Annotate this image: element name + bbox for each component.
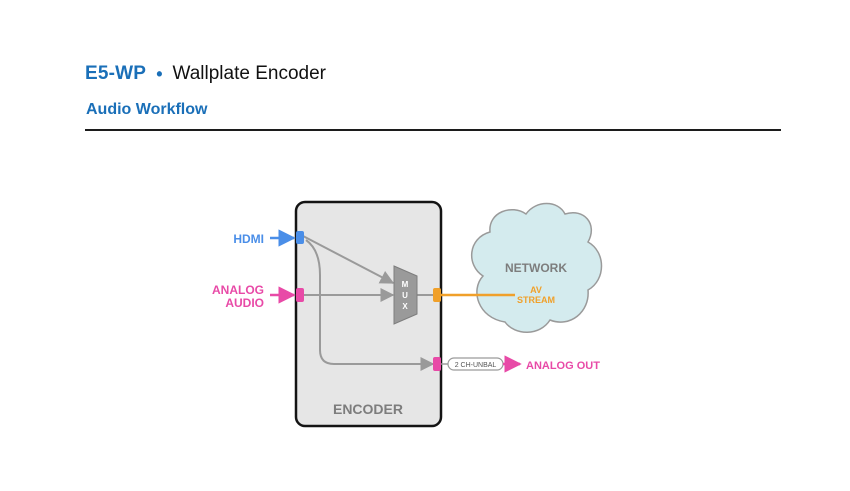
mux-label-u: U [402,291,408,300]
title-separator: • [156,63,163,84]
hdmi-to-analog-out-path [305,239,435,371]
mux-block [393,265,418,325]
analog-audio-label-line2: AUDIO [225,296,264,310]
output-tag-label: 2 CH-UNBAL [455,362,497,369]
mux-label-m: M [402,280,409,289]
header-divider [85,129,781,131]
encoder-label: ENCODER [333,401,403,417]
analog-audio-label-line1: ANALOG [212,283,264,297]
stream-port [433,288,441,302]
hdmi-to-mux-path [302,235,395,284]
network-cloud [470,202,603,333]
analog-out-port [433,357,441,371]
encoder-box [294,200,443,428]
model-name: E5-WP [85,63,147,84]
mux-label-x: X [402,302,408,311]
section-title: Audio Workflow [86,101,208,118]
analog-audio-port [296,288,304,302]
network-label: NETWORK [505,261,567,275]
av-stream-label-line1: AV [530,285,542,295]
analog-out-label: ANALOG OUT [526,360,600,372]
av-stream-label-line2: STREAM [517,295,555,305]
page-header: E5-WP • Wallplate Encoder [85,60,326,88]
product-name: Wallplate Encoder [172,63,326,84]
hdmi-label: HDMI [233,232,264,246]
hdmi-port [296,231,304,244]
